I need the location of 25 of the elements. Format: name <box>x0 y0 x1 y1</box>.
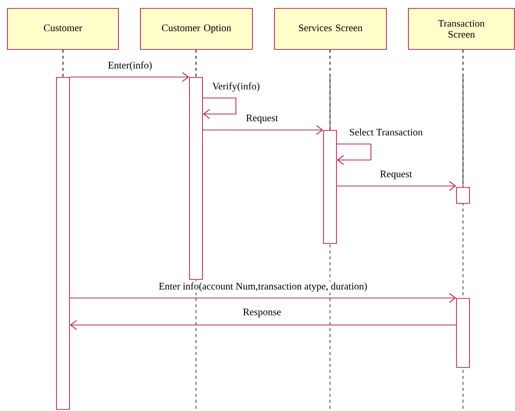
lifeline-header-box: Transaction Screen <box>408 8 515 50</box>
message-arrow <box>336 181 456 191</box>
lifeline-header-box: Customer Option <box>140 8 253 50</box>
message-arrow <box>70 72 190 82</box>
edge-label: Request <box>244 114 280 124</box>
activation-bar <box>456 298 470 368</box>
lifeline-header-box: Services Screen <box>274 8 387 50</box>
message-arrow <box>70 293 456 303</box>
edge-label: Select Transaction <box>348 128 424 136</box>
lifeline-header-box: Customer <box>7 8 119 50</box>
lifeline <box>462 49 464 188</box>
message-arrow <box>70 320 456 330</box>
edge-label: Request <box>378 170 414 180</box>
edge-label: Verify(info) <box>211 81 261 93</box>
lifeline <box>62 49 64 78</box>
activation-bar <box>456 187 470 204</box>
edge-label: Enter info(account Num,transaction atype, duration) <box>158 281 368 293</box>
edge-label: Enter(info) <box>106 60 154 72</box>
message-arrow <box>202 125 324 135</box>
self-message-arrow <box>202 98 236 119</box>
activation-bar <box>189 77 203 280</box>
activation-bar <box>323 130 337 244</box>
activation-bar <box>56 77 70 410</box>
self-message-arrow <box>336 144 372 165</box>
edge-label: Response <box>242 308 282 318</box>
